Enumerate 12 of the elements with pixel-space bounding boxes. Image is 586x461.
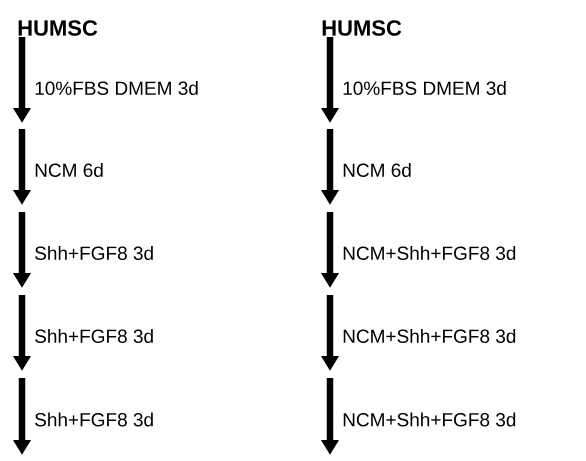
step-label: Shh+FGF8 3d xyxy=(35,246,153,260)
cell-name: HUMSC xyxy=(322,20,402,36)
cell-name: HUMSC xyxy=(18,20,98,36)
step-label: 10%FBS DMEM 3d xyxy=(36,81,198,95)
step-label: NCM 6d xyxy=(344,163,411,177)
step-label: Shh+FGF8 3d xyxy=(35,412,153,426)
step-label: NCM 6d xyxy=(36,163,103,177)
step-label: NCM+Shh+FGF8 3d xyxy=(344,246,516,260)
step-label: NCM+Shh+FGF8 3d xyxy=(344,329,516,343)
step-label: 10%FBS DMEM 3d xyxy=(344,81,506,95)
step-label: Shh+FGF8 3d xyxy=(35,329,153,343)
step-label: NCM+Shh+FGF8 3d xyxy=(344,412,516,426)
